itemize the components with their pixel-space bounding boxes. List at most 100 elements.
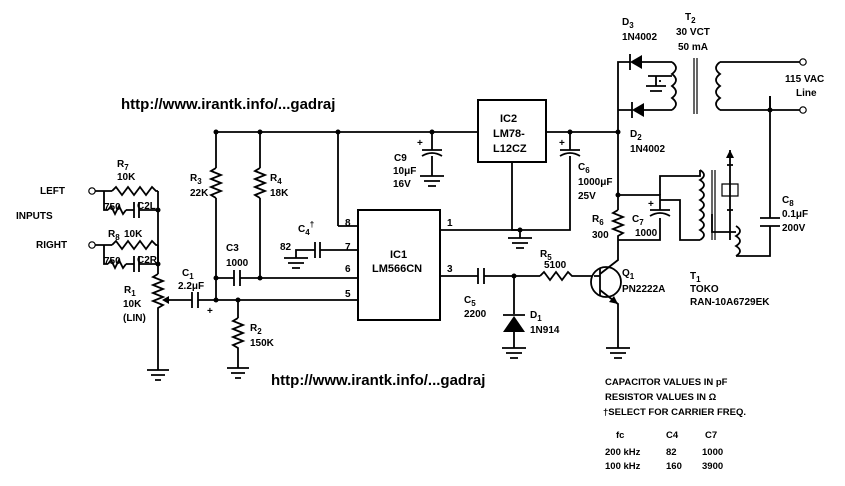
c4-section: C4† 82 — [280, 220, 326, 269]
notes-block: CAPACITOR VALUES IN pF RESISTOR VALUES I… — [603, 377, 746, 472]
r1-wiper-arrow — [162, 296, 169, 304]
t1-primary-coil — [698, 169, 705, 241]
c8-capacitor — [760, 217, 780, 227]
t2-primary-coil — [715, 61, 722, 111]
table-header-fc: fc — [616, 430, 624, 441]
r7-resistor — [111, 185, 158, 197]
r3-label: R3 — [190, 173, 202, 186]
watermark-url-top[interactable]: http://www.irantk.info/...gadraj — [121, 96, 335, 113]
t1-secondary-coil — [734, 225, 741, 257]
c2r-label: C2R — [137, 255, 158, 266]
left-input-label: LEFT — [40, 186, 65, 197]
t1-label: T1 — [690, 271, 701, 284]
right-input-terminal — [88, 241, 96, 249]
t2-label: T2 — [685, 12, 696, 25]
c6-value2: 25V — [578, 191, 596, 202]
r1-note: (LIN) — [123, 313, 146, 324]
d1-part: 1N914 — [530, 325, 560, 336]
d2-diode — [632, 103, 644, 117]
r3-resistor — [208, 167, 224, 199]
right-input-label: RIGHT — [36, 240, 67, 251]
r8-label: R8 — [108, 229, 120, 242]
c3-value: 1000 — [226, 258, 249, 269]
r1-potentiometer — [150, 273, 166, 370]
ic2-body — [477, 99, 547, 163]
ic2-name: IC2 — [500, 113, 517, 125]
c5-capacitor — [466, 268, 514, 284]
ic1-pin-5: 5 — [345, 289, 351, 300]
line-terminal-bottom — [799, 106, 807, 114]
power-supply: D3 1N4002 D2 1N4002 T2 30 VCT 50 mA 115 … — [617, 12, 824, 155]
c2r-capacitor — [126, 256, 158, 272]
r2-ground-icon — [227, 367, 249, 379]
t1-line2: RAN-10A6729EK — [690, 297, 770, 308]
q1-part: PN2222A — [622, 284, 665, 295]
c8-label: C8 — [782, 195, 794, 208]
t2-secondary-coil — [670, 61, 677, 111]
svg-text:+: + — [417, 138, 423, 149]
ic1-name: IC1 — [390, 249, 407, 261]
line-terminal-top — [799, 58, 807, 66]
note-resistor-units: RESISTOR VALUES IN Ω — [605, 392, 717, 403]
d2-part: 1N4002 — [630, 144, 665, 155]
table-header-c7: C7 — [705, 430, 717, 441]
c7-label: C7 — [632, 214, 644, 227]
regulator-ground-icon — [508, 237, 532, 249]
c2l-750-value: 750 — [104, 202, 121, 213]
input-leads — [95, 190, 104, 246]
ic1-pin-3: 3 — [447, 264, 453, 275]
d1-ground-icon — [502, 347, 526, 359]
r6-resistor — [610, 209, 626, 240]
t1-line1: TOKO — [690, 284, 719, 295]
c6-label: C6 — [578, 162, 590, 175]
c7-value: 1000 — [635, 228, 658, 239]
d1-diode — [503, 316, 525, 332]
d3-label: D3 — [622, 17, 634, 30]
d2-label: D2 — [630, 129, 642, 142]
d1-label: D1 — [530, 310, 542, 323]
r6-value: 300 — [592, 230, 609, 241]
r7-value: 10K — [117, 172, 136, 183]
t2-ground-icon — [646, 85, 666, 92]
left-input-terminal — [88, 187, 96, 195]
ic1-part: LM566CN — [372, 263, 422, 275]
d3-part: 1N4002 — [622, 32, 657, 43]
table-row-0-fc: 200 kHz — [605, 447, 641, 458]
ic1-pin-6: 6 — [345, 264, 351, 275]
r1-value: 10K — [123, 299, 142, 310]
c6-capacitor — [520, 132, 581, 231]
r8-750-resistor — [107, 257, 127, 271]
c9-value2: 16V — [393, 179, 411, 190]
c4-label: C4† — [298, 220, 314, 237]
table-row-1-c7: 3900 — [702, 461, 723, 472]
table-row-1-c4: 160 — [666, 461, 682, 472]
r7-label: R7 — [117, 159, 129, 172]
t1-adjust-arrow — [726, 150, 734, 158]
svg-text:+: + — [648, 199, 654, 210]
watermark-url-bottom[interactable]: http://www.irantk.info/...gadraj — [271, 372, 485, 389]
c9-label: C9 — [394, 153, 407, 164]
output-section: C5 2200 D1 1N914 5100 Q1 PN2222A R6 300 — [464, 129, 665, 359]
c3-capacitor — [216, 270, 260, 286]
table-row-1-fc: 100 kHz — [605, 461, 641, 472]
r2-resistor — [230, 317, 246, 368]
r4-value: 18K — [270, 188, 289, 199]
r8-resistor — [111, 239, 158, 251]
r2-value: 150K — [250, 338, 275, 349]
q1-emitter-arrow — [609, 296, 618, 304]
table-header-c4: C4 — [666, 430, 679, 441]
r2-label: R2 — [250, 323, 262, 336]
q1-label: Q1 — [622, 268, 635, 281]
c2l-label: C2L — [137, 201, 156, 212]
t1-slug-icon — [721, 183, 739, 197]
q1-ground-icon — [606, 347, 630, 359]
t2-value2: 50 mA — [678, 42, 708, 53]
t2-value1: 30 VCT — [676, 27, 710, 38]
r5-label: R5 — [540, 249, 552, 262]
c2l-capacitor — [126, 202, 158, 218]
regulator-section: IC2 LM78- L12CZ + C9 10μF 16V + C6 1000μ… — [335, 99, 618, 262]
r4-resistor — [252, 167, 268, 199]
q1-transistor — [590, 266, 622, 298]
r5-value: 5100 — [544, 260, 567, 271]
table-row-0-c4: 82 — [666, 447, 677, 458]
